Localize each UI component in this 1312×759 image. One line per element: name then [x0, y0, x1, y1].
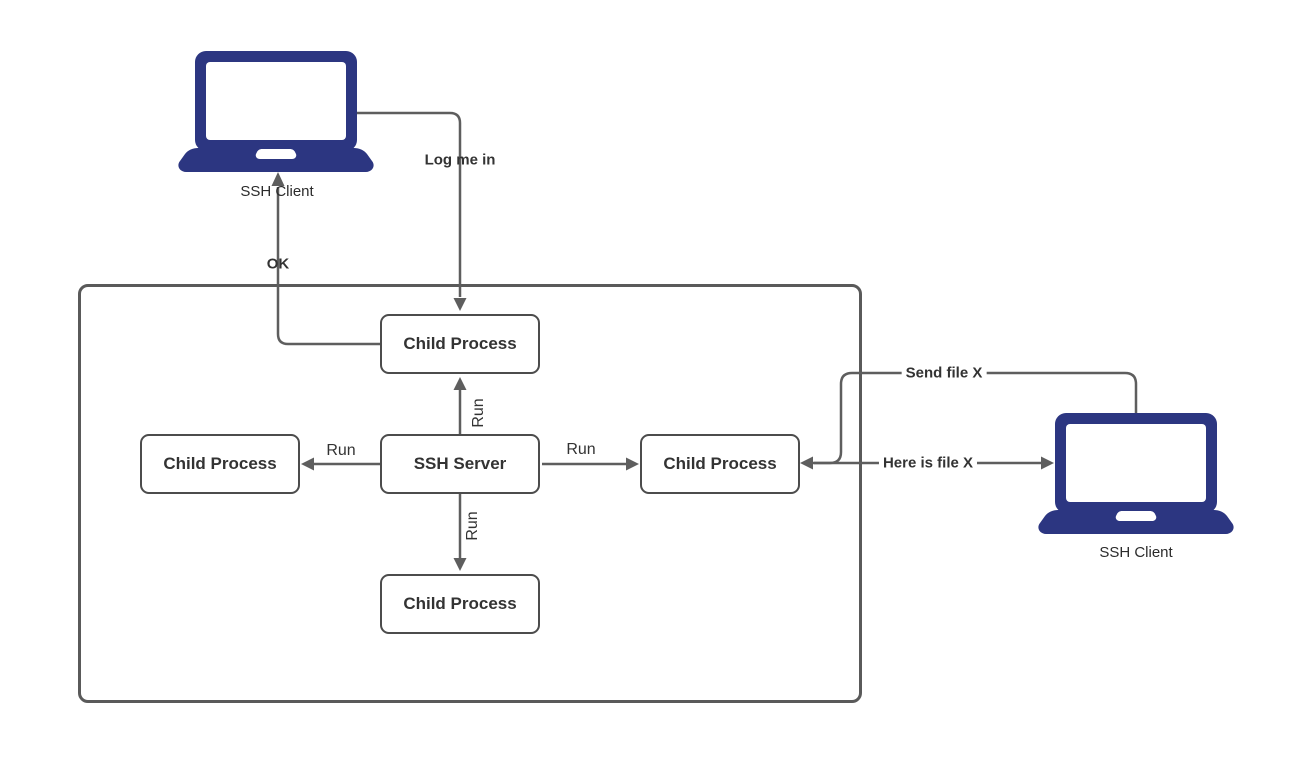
edge-ok: [276, 187, 380, 346]
node-label: SSH Server: [413, 454, 507, 473]
laptop-icon[interactable]: [1038, 413, 1234, 534]
ssh-client-right-label: SSH Client: [1099, 544, 1173, 561]
edge-label-run-left: Run: [326, 442, 356, 459]
edge-label-log-me-in: Log me in: [424, 151, 496, 169]
edge-label-run-right: Run: [566, 441, 596, 458]
arrowhead-right-icon: [626, 457, 639, 471]
node-label: Child Process: [403, 334, 517, 353]
node-child-process-left[interactable]: Child Process: [140, 434, 300, 494]
edge-log-me-in: [357, 111, 462, 297]
edge-label-here-is-file: Here is file X: [878, 454, 978, 472]
edge-label-run-bottom: Run: [464, 511, 481, 541]
node-child-process-right[interactable]: Child Process: [640, 434, 800, 494]
node-child-process-bottom[interactable]: Child Process: [380, 574, 540, 634]
node-child-process-top[interactable]: Child Process: [380, 314, 540, 374]
edge-send-file: [814, 371, 1138, 465]
node-label: Child Process: [663, 454, 777, 473]
laptop-screen: [1066, 424, 1206, 502]
laptop-screen: [206, 62, 346, 140]
arrowhead-left-icon: [800, 456, 813, 470]
laptop-notch: [1115, 511, 1157, 521]
laptop-base: [178, 148, 374, 172]
edge-label-ok: OK: [266, 255, 290, 273]
laptop-notch: [255, 149, 297, 159]
arrowhead-left-icon: [301, 457, 314, 471]
arrowhead-up-icon: [271, 172, 285, 186]
server-boundary-container[interactable]: [78, 284, 862, 703]
edge-label-run-top: Run: [470, 398, 487, 428]
node-label: Child Process: [403, 594, 517, 613]
laptop-icon[interactable]: [178, 51, 374, 172]
node-label: Child Process: [163, 454, 277, 473]
ssh-client-left-label: SSH Client: [240, 183, 314, 200]
arrowhead-up-icon: [453, 377, 467, 390]
laptop-base: [1038, 510, 1234, 534]
node-ssh-server[interactable]: SSH Server: [380, 434, 540, 494]
arrowhead-down-icon: [453, 298, 467, 311]
arrowhead-down-icon: [453, 558, 467, 571]
edge-label-send-file: Send file X: [901, 364, 987, 382]
arrowhead-right-icon: [1041, 456, 1054, 470]
